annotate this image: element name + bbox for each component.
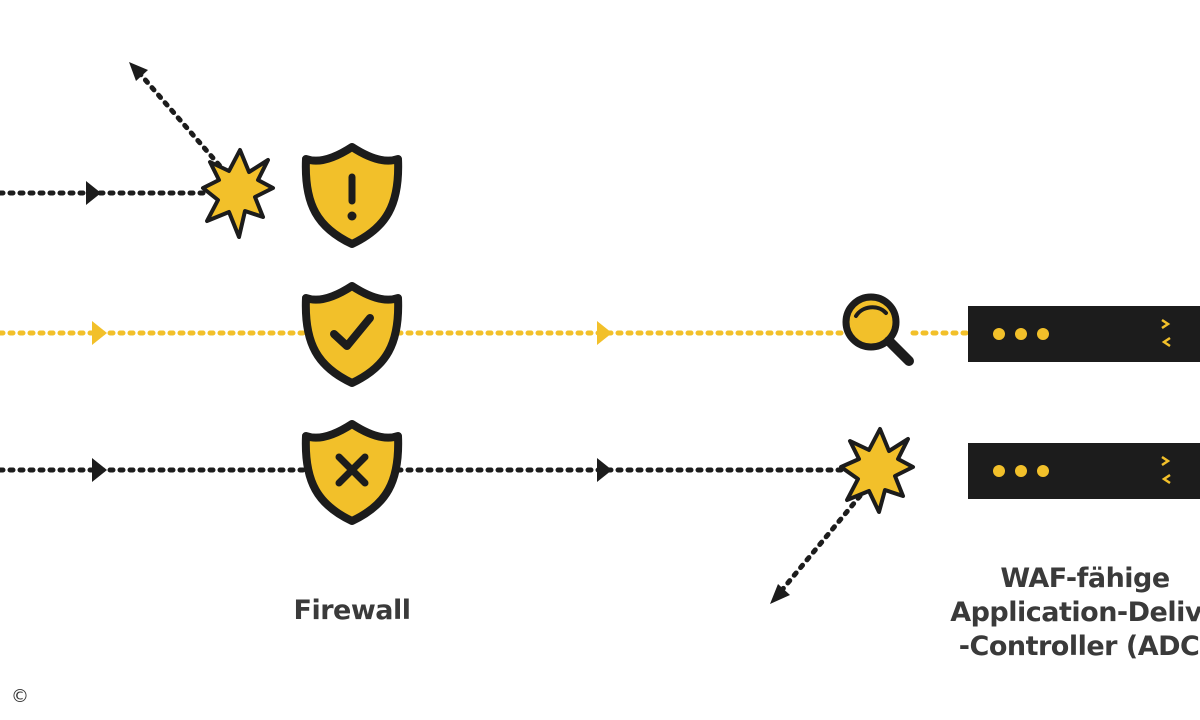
server-icon <box>968 443 1200 499</box>
adc-label: WAF-fähige Application-Delive -Controlle… <box>920 562 1200 664</box>
row-3-direction-arrow-2 <box>597 458 612 482</box>
row-1-blocked-traffic <box>0 62 403 248</box>
server-icon <box>968 306 1200 362</box>
row-2-allowed-traffic <box>0 282 1200 387</box>
adc-deflected-dotted-line <box>774 493 863 599</box>
shield-check-icon <box>301 282 403 387</box>
adc-label-line-3: -Controller (ADC) <box>958 631 1200 662</box>
copyright-symbol: © <box>11 686 29 707</box>
row-2-direction-arrow-1 <box>92 321 107 345</box>
explosion-icon <box>201 148 275 239</box>
row-1-direction-arrow <box>86 181 101 205</box>
firewall-label: Firewall <box>293 595 412 626</box>
adc-deflected-arrowhead <box>770 584 790 604</box>
row-3-waf-blocked-traffic <box>0 420 1200 604</box>
adc-label-line-2: Application-Delive <box>950 597 1200 628</box>
adc-label-line-1: WAF-fähige <box>1000 563 1170 594</box>
magnifier-icon <box>842 293 914 366</box>
explosion-icon <box>839 427 915 514</box>
row-3-direction-arrow-1 <box>92 458 107 482</box>
deflected-dotted-line <box>132 65 229 176</box>
shield-cross-icon <box>301 420 403 525</box>
deflected-arrowhead <box>129 62 148 81</box>
row-2-direction-arrow-2 <box>597 321 612 345</box>
shield-warning-icon <box>301 143 403 248</box>
